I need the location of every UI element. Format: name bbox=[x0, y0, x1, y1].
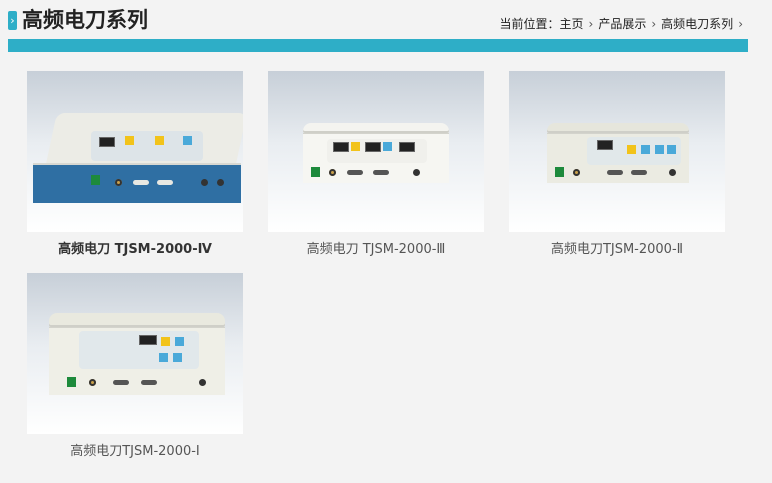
breadcrumb: 当前位置：主页 › 产品展示 › 高频电刀系列 › bbox=[500, 15, 749, 33]
device-illustration bbox=[33, 113, 243, 203]
page-header: › 高频电刀系列 当前位置：主页 › 产品展示 › 高频电刀系列 › bbox=[0, 0, 772, 54]
breadcrumb-separator-icon: › bbox=[651, 17, 657, 31]
page-title: 高频电刀系列 bbox=[22, 8, 148, 32]
product-name-link[interactable]: 高频电刀 TJSM-2000-Ⅳ bbox=[58, 242, 212, 257]
product-name-link[interactable]: 高频电刀TJSM-2000-Ⅰ bbox=[70, 444, 200, 459]
breadcrumb-products-link[interactable]: 产品展示 bbox=[598, 17, 647, 31]
breadcrumb-home-link[interactable]: 主页 bbox=[559, 17, 584, 31]
breadcrumb-category-link[interactable]: 高频电刀系列 bbox=[661, 17, 734, 31]
device-illustration bbox=[547, 123, 689, 183]
breadcrumb-separator-icon: › bbox=[588, 17, 594, 31]
title-underline-bar bbox=[8, 39, 748, 52]
product-name-link[interactable]: 高频电刀TJSM-2000-Ⅱ bbox=[550, 242, 684, 257]
product-image[interactable] bbox=[27, 273, 243, 434]
product-name-link[interactable]: 高频电刀 TJSM-2000-Ⅲ bbox=[306, 242, 446, 257]
device-illustration bbox=[49, 313, 225, 395]
product-image[interactable] bbox=[509, 71, 725, 232]
product-card[interactable]: 高频电刀 TJSM-2000-Ⅲ bbox=[268, 71, 484, 259]
product-card[interactable]: 高频电刀TJSM-2000-Ⅰ bbox=[27, 273, 243, 461]
product-card[interactable]: 高频电刀 TJSM-2000-Ⅳ bbox=[27, 71, 243, 259]
title-marker-icon: › bbox=[8, 11, 17, 30]
device-illustration bbox=[303, 123, 449, 183]
product-image[interactable] bbox=[27, 71, 243, 232]
breadcrumb-separator-icon: › bbox=[738, 17, 743, 31]
product-image[interactable] bbox=[268, 71, 484, 232]
breadcrumb-prefix: 当前位置： bbox=[499, 17, 560, 31]
product-card[interactable]: 高频电刀TJSM-2000-Ⅱ bbox=[509, 71, 725, 259]
